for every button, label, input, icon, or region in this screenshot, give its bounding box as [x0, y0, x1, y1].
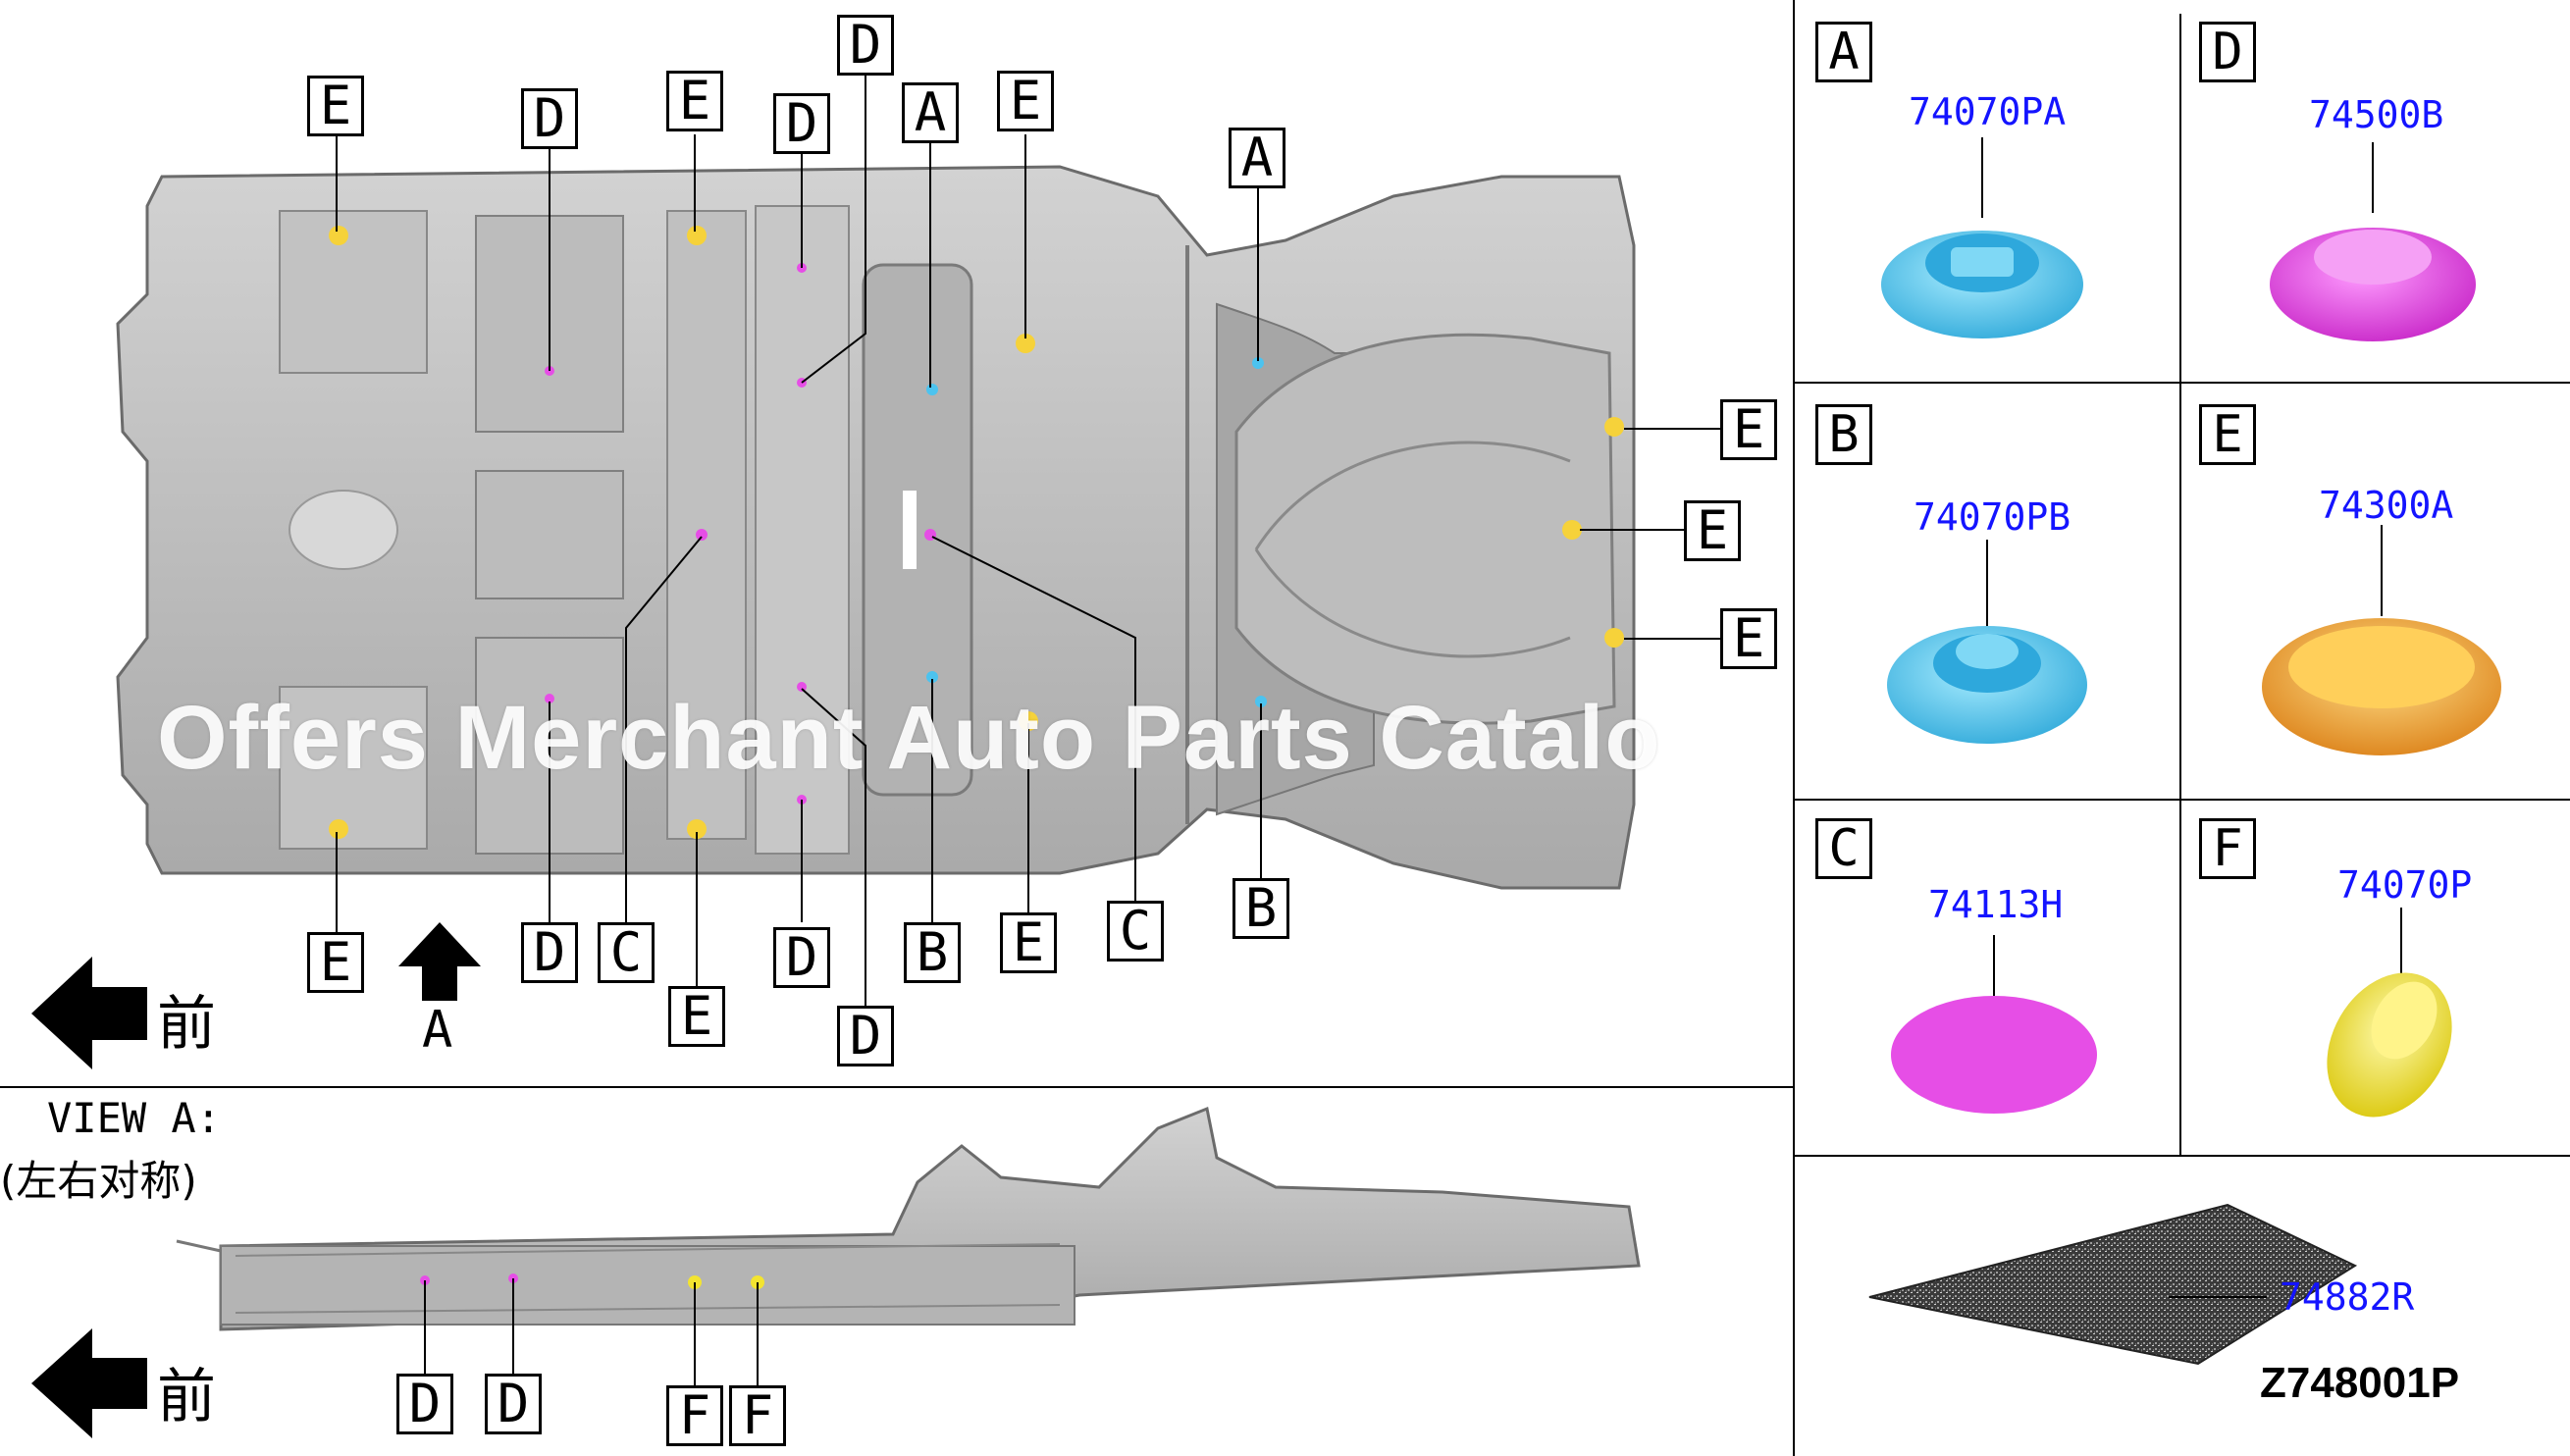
panel-letter-A: A — [1815, 22, 1872, 82]
callout-D: D — [521, 922, 578, 983]
part-D-illustration — [2270, 142, 2476, 341]
front-arrow-icon — [31, 957, 147, 1069]
view-a-note: (左右对称) — [0, 1157, 197, 1205]
callout-F: F — [729, 1385, 786, 1446]
part-number-A: 74070PA — [1909, 90, 2067, 133]
view-a-arrow-icon — [398, 922, 481, 1001]
panel-letter-D: D — [2199, 22, 2256, 82]
callout-C: C — [1107, 901, 1164, 962]
panel-letter-E: E — [2199, 404, 2256, 465]
callout-D: D — [837, 15, 894, 76]
callout-D: D — [485, 1374, 542, 1434]
part-F-illustration — [2327, 908, 2452, 1118]
callout-A: A — [902, 82, 959, 143]
part-C-illustration — [1891, 935, 2097, 1114]
callout-E: E — [1720, 608, 1777, 669]
callout-C: C — [598, 922, 655, 983]
sound-mat-illustration — [1868, 1203, 2358, 1366]
part-B-illustration — [1887, 540, 2087, 744]
callout-E: E — [666, 71, 723, 131]
front-label-lower: 前 — [157, 1363, 216, 1431]
side-view-body — [176, 1106, 1641, 1331]
panel-letter-C: C — [1815, 818, 1872, 879]
floor-pan-body — [116, 165, 1636, 890]
callout-D: D — [396, 1374, 453, 1434]
callout-F: F — [666, 1385, 723, 1446]
panel-letter-F: F — [2199, 818, 2256, 879]
callout-E: E — [307, 932, 364, 993]
part-number-D: 74500B — [2309, 93, 2444, 136]
callout-B: B — [904, 922, 961, 983]
watermark: Offers Merchant Auto Parts Catalo — [157, 688, 1661, 788]
callout-B: B — [1233, 878, 1289, 939]
part-number-F: 74070P — [2337, 863, 2473, 907]
callout-D: D — [837, 1006, 894, 1066]
callout-E: E — [1684, 500, 1741, 561]
side-view-leaders — [424, 1278, 759, 1385]
front-arrow-icon-lower — [31, 1328, 147, 1438]
callout-E: E — [668, 986, 725, 1047]
part-E-illustration — [2262, 525, 2501, 755]
callout-E: E — [1000, 912, 1057, 973]
callout-A: A — [1229, 128, 1285, 188]
callout-D: D — [773, 927, 830, 988]
callout-E: E — [997, 71, 1054, 131]
view-a-arrow-label: A — [422, 1001, 453, 1060]
diagram-number: Z748001P — [2260, 1359, 2460, 1407]
front-label: 前 — [157, 990, 216, 1059]
callout-E: E — [1720, 399, 1777, 460]
leader-lines — [336, 74, 1720, 1006]
callout-E: E — [307, 76, 364, 136]
part-number-B: 74070PB — [1914, 495, 2072, 539]
panel-letter-B: B — [1815, 404, 1872, 465]
callout-D: D — [521, 88, 578, 149]
view-a-title: VIEW A: — [47, 1094, 222, 1142]
part-number-E: 74300A — [2319, 484, 2454, 527]
part-A-illustration — [1881, 137, 2083, 338]
callout-D: D — [773, 93, 830, 154]
part-number-C: 74113H — [1928, 883, 2064, 926]
part-number-mat: 74882R — [2280, 1275, 2415, 1319]
